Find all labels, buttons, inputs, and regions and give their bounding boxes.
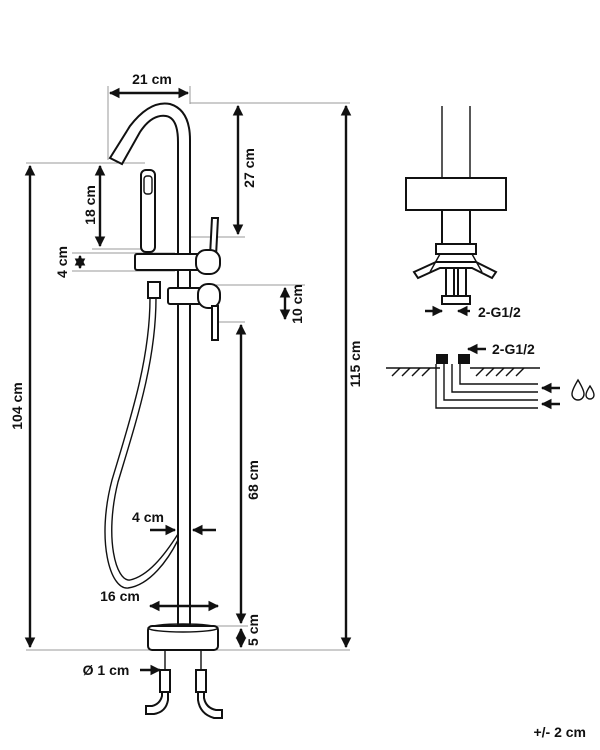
- tolerance-note: +/- 2 cm: [533, 724, 586, 740]
- floor-base-top: [147, 623, 219, 633]
- inlet-right: [457, 267, 467, 297]
- faucet-body: [104, 102, 223, 719]
- inlet-base: [441, 295, 471, 305]
- label-hose-diameter: Ø 1 cm: [83, 662, 130, 678]
- supply-pipe-inner-1: [443, 364, 538, 401]
- connection-detail-top: 2-G1/2: [405, 106, 521, 320]
- water-drops-icon: [571, 378, 595, 401]
- mounting-bracket: [412, 261, 498, 280]
- label-base-width: 16 cm: [100, 588, 140, 604]
- lower-valve-knob: [197, 283, 221, 309]
- connection-detail-floor: 2-G1/2: [386, 341, 595, 410]
- connector-stem: [441, 209, 471, 247]
- label-pipe-diameter: 4 cm: [132, 509, 164, 525]
- shower-hose: [104, 297, 179, 589]
- inlet-left: [445, 267, 455, 297]
- dimension-labels: 21 cm 27 cm 18 cm 4 cm 10 cm 115 cm 104 …: [9, 71, 363, 678]
- mounting-flange: [405, 177, 507, 211]
- upper-valve-knob: [195, 249, 221, 275]
- hand-shower: [140, 169, 156, 253]
- label-handle-spacing: 10 cm: [289, 284, 305, 324]
- supply-hose-right: [197, 691, 223, 719]
- label-spout-height: 27 cm: [241, 148, 257, 188]
- label-total-height: 115 cm: [347, 341, 363, 388]
- label-lever-offset: 4 cm: [54, 246, 70, 278]
- label-spout-to-floor: 104 cm: [9, 382, 25, 429]
- label-spout-width: 21 cm: [132, 71, 172, 87]
- supply-pipe-inner-2: [451, 364, 538, 393]
- floor-hatching: [391, 367, 525, 377]
- hose-connector: [147, 281, 161, 299]
- label-handle-to-base: 68 cm: [245, 460, 261, 500]
- connector-nut: [435, 243, 477, 255]
- shower-hose-inner: [111, 297, 179, 581]
- thread-block-left: [436, 354, 448, 364]
- supply-pipe-outer: [435, 364, 538, 409]
- label-hand-shower-height: 18 cm: [82, 185, 98, 225]
- label-thread-top: 2-G1/2: [478, 304, 521, 320]
- lever-handle-bottom: [211, 305, 219, 341]
- supply-connector-left: [159, 669, 171, 693]
- supply-connector-right: [195, 669, 207, 693]
- dimension-lines: [24, 87, 352, 676]
- floor-base: [147, 625, 219, 651]
- thread-block-right: [458, 354, 470, 364]
- supply-pipe-inner-3: [459, 364, 538, 385]
- label-base-height: 5 cm: [245, 614, 261, 646]
- hand-shower-grip: [143, 175, 153, 195]
- label-thread-bottom: 2-G1/2: [492, 341, 535, 357]
- supply-hose-left: [145, 691, 169, 715]
